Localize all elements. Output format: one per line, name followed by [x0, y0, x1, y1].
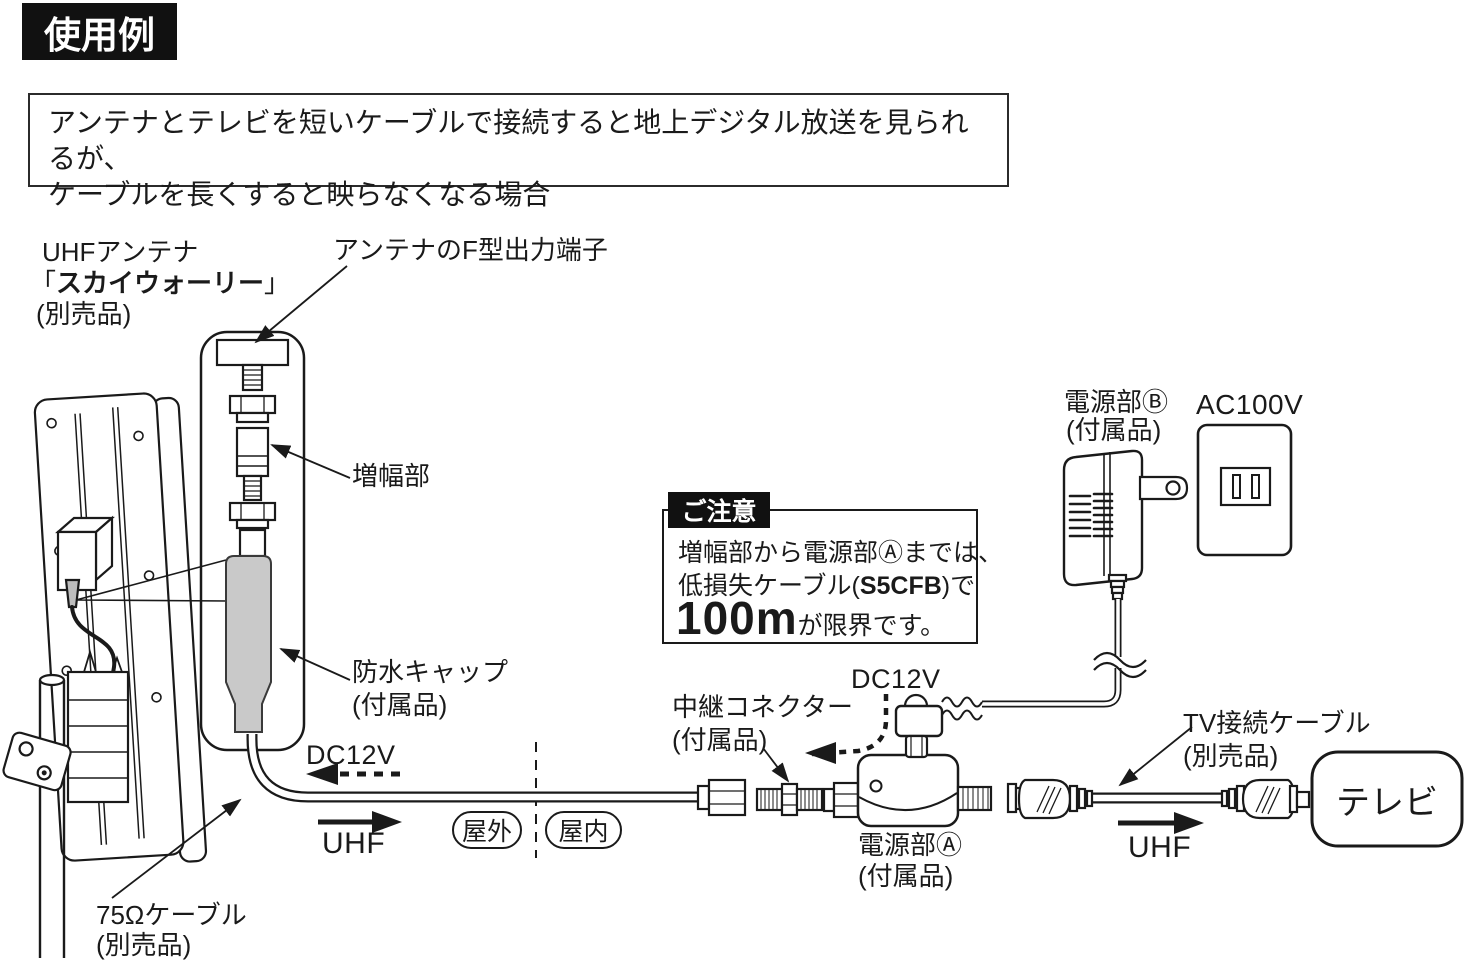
tv-cable-graphic [1006, 778, 1311, 820]
uhf-antenna-label-name: 「スカイウォーリー」 [30, 268, 291, 298]
uhf-antenna-label: UHFアンテナ 「スカイウォーリー」 (別売品) [30, 237, 290, 330]
indoor-pill: 屋内 [545, 811, 622, 849]
relay-connector-leader [762, 747, 790, 783]
dc12v-left-arrow [306, 763, 400, 785]
connector-nut-upper [228, 394, 277, 424]
section-badge: 使用例 [22, 3, 177, 60]
uhf-antenna-label-line1: UHFアンテナ [42, 237, 199, 267]
ac-adapter-graphic [1062, 449, 1189, 601]
description-line2: ケーブルを長くすると映らなくなる場合 [48, 179, 551, 210]
description-box: アンテナとテレビを短いケーブルで接続すると地上デジタル放送を見られるが、 ケーブ… [28, 93, 1009, 210]
ac100v-label: AC100V [1196, 389, 1304, 420]
tv-cable-label: TV接続ケーブル (別売品) [1183, 708, 1371, 771]
uhf-left-arrow [318, 811, 402, 833]
waterproof-cap-leader [279, 648, 351, 681]
description-line1: アンテナとテレビを短いケーブルで接続すると地上デジタル放送を見られるが、 [48, 107, 969, 174]
antenna-junction-box [55, 515, 117, 708]
notice-tab: ご注意 [668, 492, 770, 528]
cable-gland [64, 578, 81, 609]
callout-lines [111, 265, 1193, 899]
dc12v-right-label: DC12V [851, 664, 941, 694]
amplifier-leader [270, 444, 351, 479]
antenna-illustration [2, 392, 208, 958]
power-unit-a-graphic [822, 753, 993, 828]
amplifier-label: 増幅部 [352, 461, 431, 491]
antenna-slot-lines [74, 407, 145, 845]
uhf-left-label: UHF [322, 827, 386, 860]
power-unit-a-label: 電源部Ⓐ (付属品) [858, 830, 963, 891]
notice-line2: 低損失ケーブル(S5CFB)で [678, 572, 976, 600]
uhf-right-label: UHF [1128, 831, 1192, 864]
uhf-antenna-label-availability: (別売品) [36, 299, 132, 329]
dc12v-left-label: DC12V [306, 740, 396, 770]
f-connector-male-graphic [696, 778, 747, 817]
bracket-tabs [83, 648, 123, 673]
magnifier-wedge-lines [75, 559, 229, 602]
ac-outlet-graphic [1196, 423, 1293, 557]
tv-box [1310, 750, 1464, 848]
mast-and-bracket [2, 648, 130, 958]
power-unit-b-label: 電源部Ⓑ (付属品) [1064, 387, 1169, 445]
relay-connector-label: 中継コネクター (付属品) [672, 692, 853, 755]
waterproof-cap-graphic [225, 555, 272, 733]
f-terminal-label: アンテナのF型出力端子 [333, 235, 608, 265]
amplifier-graphic [235, 426, 270, 502]
cable75-label: 75Ωケーブル (別売品) [96, 900, 247, 960]
power-led [869, 779, 883, 793]
cable75-leader [111, 798, 242, 899]
tv-cable-leader [1118, 726, 1193, 787]
vent-slats [1068, 492, 1114, 538]
dc12v-right-arrow [805, 694, 889, 764]
bracket-clamp [66, 670, 130, 804]
notice-line1: 増幅部から電源部Ⓐまでは、 [678, 539, 1004, 567]
cord-break-symbol [1093, 651, 1147, 679]
f-output-terminal-graphic [215, 338, 290, 392]
cable-75ohm-graphic [246, 734, 698, 803]
relay-connector-graphic [755, 782, 824, 817]
dc-cord-graphic [894, 599, 1147, 759]
notice-box [662, 509, 978, 644]
waterproof-cap-label: 防水キャップ (付属品) [352, 657, 509, 720]
outdoor-pill: 屋外 [452, 811, 522, 849]
tv-label: テレビ [1336, 783, 1438, 822]
f-terminal-leader [254, 265, 348, 344]
uhf-right-arrow [1118, 812, 1204, 834]
connector-nut-lower [228, 501, 277, 558]
